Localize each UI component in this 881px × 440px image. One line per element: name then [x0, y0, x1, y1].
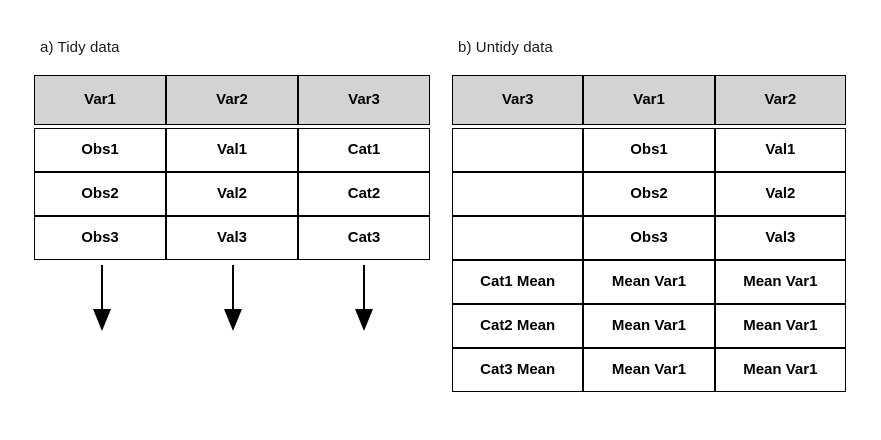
untidy-table-body: Obs1 Val1 Obs2 Val2 Obs3 Val3 Cat1 Mean …: [452, 128, 846, 392]
arrow-shaft: [101, 265, 104, 313]
arrow-head: [355, 309, 373, 331]
tidy-table-body: Obs1 Val1 Cat1 Obs2 Val2 Cat2 Obs3 Val3 …: [34, 128, 430, 260]
untidy-table-header: Var3 Var1 Var2: [452, 75, 846, 125]
cell-val: Val3: [714, 216, 846, 260]
cell-val: Mean Var1: [714, 304, 846, 348]
arrow-head: [93, 309, 111, 331]
cell-cat: Cat2: [298, 172, 430, 216]
cell-obs: Mean Var1: [583, 348, 715, 392]
table-row: Obs1 Val1: [452, 128, 846, 172]
table-row: Cat3 Mean Mean Var1 Mean Var1: [452, 348, 846, 392]
cell-obs: Obs2: [583, 172, 715, 216]
arrow-head: [224, 309, 242, 331]
table-row: Obs3 Val3 Cat3: [34, 216, 430, 260]
table-row: Obs3 Val3: [452, 216, 846, 260]
cell-val: Val1: [714, 128, 846, 172]
column-header-2: Var1: [583, 75, 715, 125]
cell-cat: Cat3: [298, 216, 430, 260]
column-header-2: Var2: [166, 75, 298, 125]
cell-cat: [452, 172, 584, 216]
table-row: Obs2 Val2: [452, 172, 846, 216]
cell-obs: Mean Var1: [583, 304, 715, 348]
table-row: Obs1 Val1 Cat1: [34, 128, 430, 172]
arrow-down-icon-var2: [224, 265, 242, 331]
table-row: Obs2 Val2 Cat2: [34, 172, 430, 216]
cell-cat: Cat1 Mean: [452, 260, 584, 304]
cell-val: Mean Var1: [714, 348, 846, 392]
cell-obs: Mean Var1: [583, 260, 715, 304]
cell-val: Val2: [166, 172, 298, 216]
column-header-3: Var2: [714, 75, 846, 125]
cell-obs: Obs1: [583, 128, 715, 172]
tidy-table-header: Var1 Var2 Var3: [34, 75, 430, 125]
panel-a-caption: a) Tidy data: [40, 39, 120, 56]
arrow-down-icon-var1: [93, 265, 111, 331]
panel-b-caption: b) Untidy data: [458, 39, 553, 56]
cell-cat: [452, 216, 584, 260]
cell-cat: Cat3 Mean: [452, 348, 584, 392]
arrow-shaft: [232, 265, 235, 313]
cell-obs: Obs1: [34, 128, 166, 172]
cell-val: Val3: [166, 216, 298, 260]
column-header-3: Var3: [298, 75, 430, 125]
cell-obs: Obs3: [583, 216, 715, 260]
panel-tidy-data: a) Tidy data Var1 Var2 Var3 Obs1 Val1 Ca…: [34, 38, 430, 260]
table-header-row: Var1 Var2 Var3: [34, 75, 430, 125]
cell-cat: Cat2 Mean: [452, 304, 584, 348]
cell-val: Val1: [166, 128, 298, 172]
cell-val: Mean Var1: [714, 260, 846, 304]
cell-obs: Obs3: [34, 216, 166, 260]
table-header-row: Var3 Var1 Var2: [452, 75, 846, 125]
column-arrows-group: [34, 265, 430, 335]
cell-val: Val2: [714, 172, 846, 216]
arrow-down-icon-var3: [355, 265, 373, 331]
cell-obs: Obs2: [34, 172, 166, 216]
column-header-1: Var1: [34, 75, 166, 125]
table-row: Cat2 Mean Mean Var1 Mean Var1: [452, 304, 846, 348]
arrow-shaft: [363, 265, 366, 313]
cell-cat: Cat1: [298, 128, 430, 172]
cell-cat: [452, 128, 584, 172]
table-row: Cat1 Mean Mean Var1 Mean Var1: [452, 260, 846, 304]
panel-untidy-data: b) Untidy data Var3 Var1 Var2 Obs1 Val1 …: [452, 38, 846, 392]
column-header-1: Var3: [452, 75, 584, 125]
